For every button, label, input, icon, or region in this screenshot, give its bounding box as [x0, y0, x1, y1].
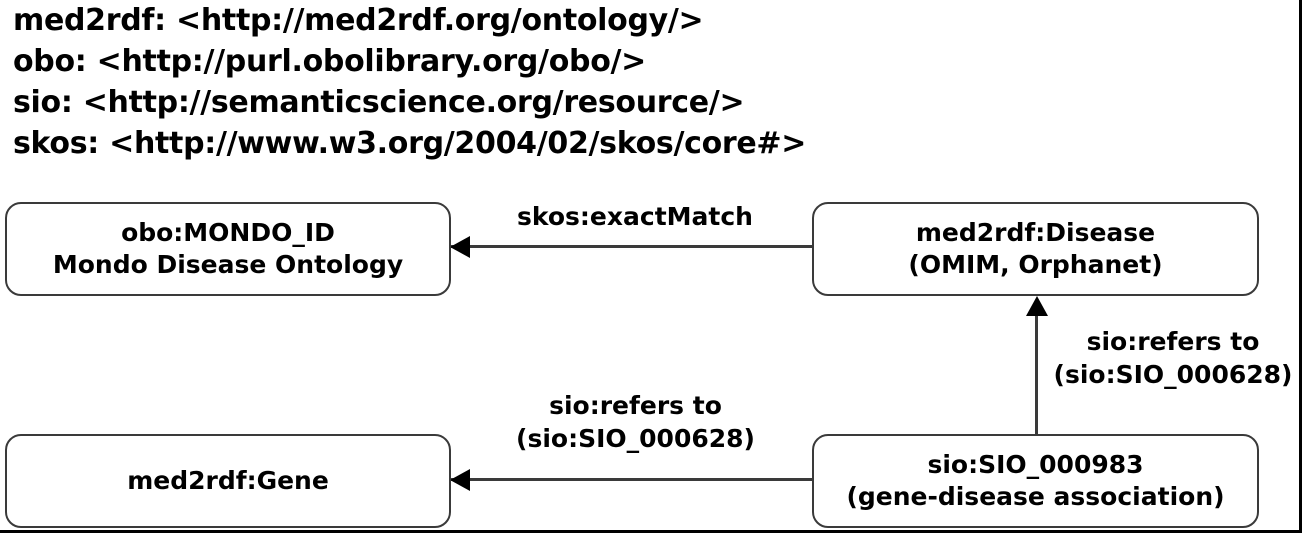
node-assoc-line-1: sio:SIO_000983: [927, 450, 1144, 479]
edge-label-refers-disease-line-2: (sio:SIO_000628): [1053, 360, 1293, 389]
edge-label-sio-refers-to-gene: sio:refers to (sio:SIO_000628): [508, 389, 763, 455]
edge-disease-to-mondo-line: [450, 245, 812, 248]
edge-association-to-gene-line: [450, 478, 812, 481]
arrowhead-up-icon: [1026, 296, 1048, 316]
edge-label-sio-refers-to-disease: sio:refers to (sio:SIO_000628): [1046, 325, 1300, 391]
prefix-line-skos: skos: <http://www.w3.org/2004/02/skos/co…: [13, 126, 807, 161]
edge-association-to-disease-line: [1035, 300, 1038, 434]
node-disease-line-2: (OMIM, Orphanet): [908, 250, 1163, 279]
prefix-line-obo: obo: <http://purl.obolibrary.org/obo/>: [13, 44, 646, 79]
node-mondo-line-1: obo:MONDO_ID: [121, 218, 335, 247]
node-sio-gene-disease-association: sio:SIO_000983 (gene-disease association…: [812, 434, 1259, 528]
node-med2rdf-disease: med2rdf:Disease (OMIM, Orphanet): [812, 202, 1259, 296]
node-mondo-line-2: Mondo Disease Ontology: [52, 250, 404, 279]
arrowhead-left-icon: [450, 236, 470, 258]
namespace-prefix-block: med2rdf: <http://med2rdf.org/ontology/> …: [13, 0, 1283, 164]
edge-label-skos-exactmatch: skos:exactMatch: [505, 200, 765, 233]
edge-label-exactmatch-line-1: skos:exactMatch: [517, 202, 753, 231]
prefix-line-sio: sio: <http://semanticscience.org/resourc…: [13, 85, 745, 120]
node-gene-line-1: med2rdf:Gene: [127, 466, 329, 495]
arrowhead-left-icon: [450, 469, 470, 491]
edge-label-refers-gene-line-2: (sio:SIO_000628): [516, 424, 755, 453]
node-assoc-line-2: (gene-disease association): [846, 482, 1225, 511]
edge-label-refers-gene-line-1: sio:refers to: [549, 391, 722, 420]
node-disease-line-1: med2rdf:Disease: [915, 218, 1156, 247]
prefix-line-med2rdf: med2rdf: <http://med2rdf.org/ontology/>: [13, 3, 704, 38]
node-med2rdf-gene: med2rdf:Gene: [5, 434, 451, 528]
edge-label-refers-disease-line-1: sio:refers to: [1086, 327, 1260, 356]
node-obo-mondo-id: obo:MONDO_ID Mondo Disease Ontology: [5, 202, 451, 296]
